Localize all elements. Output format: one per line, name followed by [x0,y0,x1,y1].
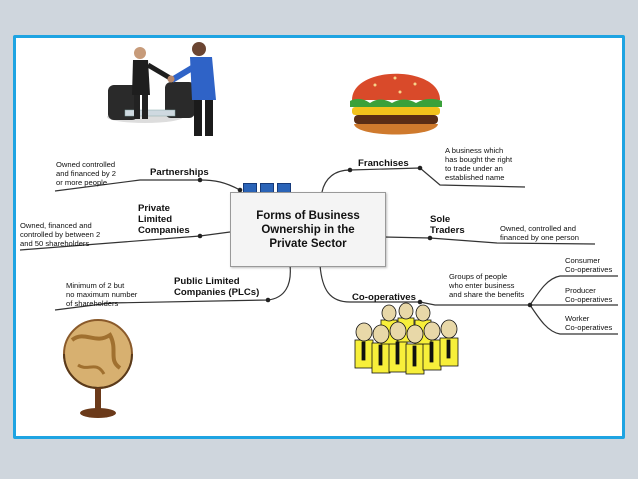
note-franchises: A business which has bought the right to… [445,146,513,182]
branch-label-cooperatives: Co-operatives [352,292,416,303]
burger-illustration [350,73,442,135]
node-dot [427,235,433,241]
branch-label-franchises: Franchises [358,158,409,169]
link-coop-worker [529,304,618,335]
coop-type-producer: Producer Co-operatives [565,286,613,304]
coop-type-consumer: Consumer Co-operatives [565,256,613,274]
people-group-illustration [354,302,459,375]
note-cooperatives: Groups of people who enter business and … [449,272,525,299]
link-franchises [321,167,526,193]
note-sole-traders: Owned, controlled and financed by one pe… [500,224,579,242]
node-dot [197,177,203,183]
globe-illustration [63,319,133,418]
note-plc: Minimum of 2 but no maximum number of sh… [66,281,138,308]
link-coop-consumer [529,275,618,306]
branch-label-partnerships: Partnerships [150,167,209,178]
link-sole-traders [383,236,596,245]
link-cooperatives [319,264,530,306]
note-private-limited: Owned, financed and controlled by betwee… [20,221,101,248]
branch-label-sole-traders: Sole Traders [430,214,465,236]
central-topic-box: Forms of Business Ownership in the Priva… [230,192,386,267]
node-dot [197,233,203,239]
node-dot [265,297,271,303]
node-dot [417,165,423,171]
coop-type-worker: Worker Co-operatives [565,314,613,332]
node-dot [527,302,533,308]
node-dot [237,187,243,193]
node-dot [417,299,423,305]
node-dot [347,167,353,173]
handshake-illustration [107,42,216,136]
note-partnerships: Owned controlled and financed by 2 or mo… [56,160,116,187]
branch-label-private-limited: Private Limited Companies [138,203,190,236]
central-topic-title: Forms of Business Ownership in the Priva… [256,209,360,250]
branch-label-plc: Public Limited Companies (PLCs) [174,276,260,298]
